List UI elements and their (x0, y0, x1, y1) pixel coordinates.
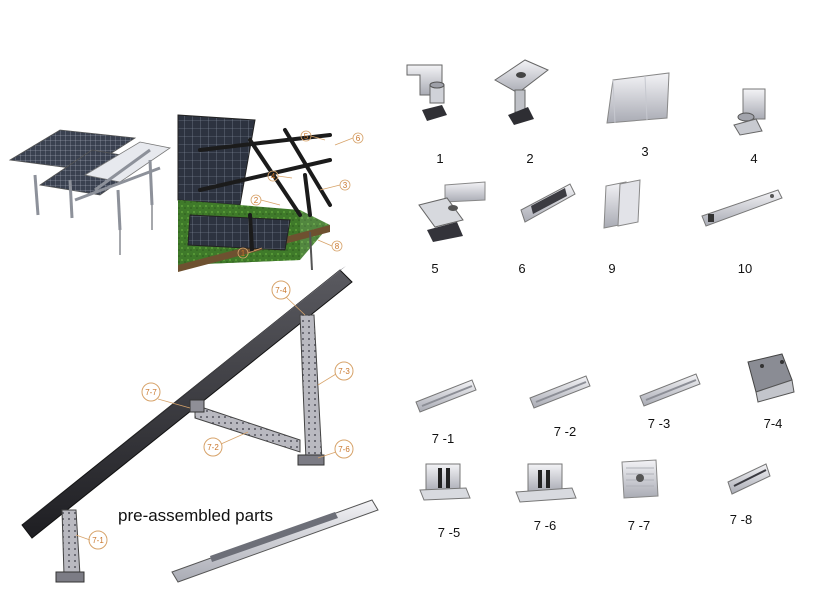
detail-callout: 3 (343, 181, 348, 190)
rail-7-2-icon (529, 375, 591, 409)
detail-callout: 2 (254, 196, 259, 205)
rail-7-3-icon (639, 373, 701, 407)
rail-connector-clamp-icon (418, 181, 486, 242)
frame-callout: 7-2 (207, 443, 219, 452)
rail-7-1-icon (415, 379, 477, 413)
frame-callout: 7-6 (338, 445, 350, 454)
bracket-7-4-icon (747, 353, 795, 403)
pre-assembled-caption: pre-assembled parts (118, 506, 273, 525)
part-label: 7 -3 (648, 416, 670, 431)
part-label: 6 (518, 261, 525, 276)
part-label: 9 (608, 261, 615, 276)
part-label: 1 (436, 151, 443, 166)
long-rail-icon (701, 189, 783, 227)
detail-callout: 4 (271, 172, 276, 181)
frame-assembly-illustration: 7-4 7-3 7-7 7-2 7-6 7-1 pre-assembled pa… (21, 266, 379, 583)
part-label: 7 -1 (432, 431, 454, 446)
part-label: 3 (641, 144, 648, 159)
detail-callout: 6 (356, 134, 361, 143)
h-profile-icon (603, 179, 641, 229)
array-overview-illustration (8, 129, 172, 255)
parts-bottom-row: 7 -1 7 -2 7 -3 7-4 7 -5 7 -6 7 -7 7 -8 (415, 353, 795, 540)
part-label: 7 -5 (438, 525, 460, 540)
frame-callout: 7-3 (338, 367, 350, 376)
rail-splice-icon (520, 183, 576, 223)
frame-callout: 7-7 (145, 388, 157, 397)
part-label: 7-4 (764, 416, 783, 431)
small-end-clamp-icon (733, 88, 766, 136)
parts-top-row: 1 2 3 4 5 6 9 10 (406, 59, 783, 276)
mid-clamp-icon (494, 59, 549, 125)
bracket-7-5-icon (419, 463, 471, 501)
part-label: 7 -8 (730, 512, 752, 527)
frame-callout: 7-4 (275, 286, 287, 295)
ground-mount-detail-illustration: 1 2 3 4 5 6 8 (177, 114, 364, 272)
connector-7-8-icon (727, 463, 771, 495)
part-label: 7 -2 (554, 424, 576, 439)
part-label: 2 (526, 151, 533, 166)
end-clamp-icon (406, 64, 447, 121)
plate-7-7-icon (621, 459, 659, 499)
part-label: 7 -7 (628, 518, 650, 533)
detail-callout: 8 (335, 242, 340, 251)
frame-callout: 7-1 (92, 536, 104, 545)
detail-callout: 5 (304, 132, 309, 141)
part-label: 5 (431, 261, 438, 276)
rail-profile-icon (606, 72, 670, 124)
bracket-7-6-icon (515, 463, 577, 503)
part-label: 10 (738, 261, 752, 276)
part-label: 4 (750, 151, 757, 166)
detail-callout: 1 (241, 249, 246, 258)
part-label: 7 -6 (534, 518, 556, 533)
